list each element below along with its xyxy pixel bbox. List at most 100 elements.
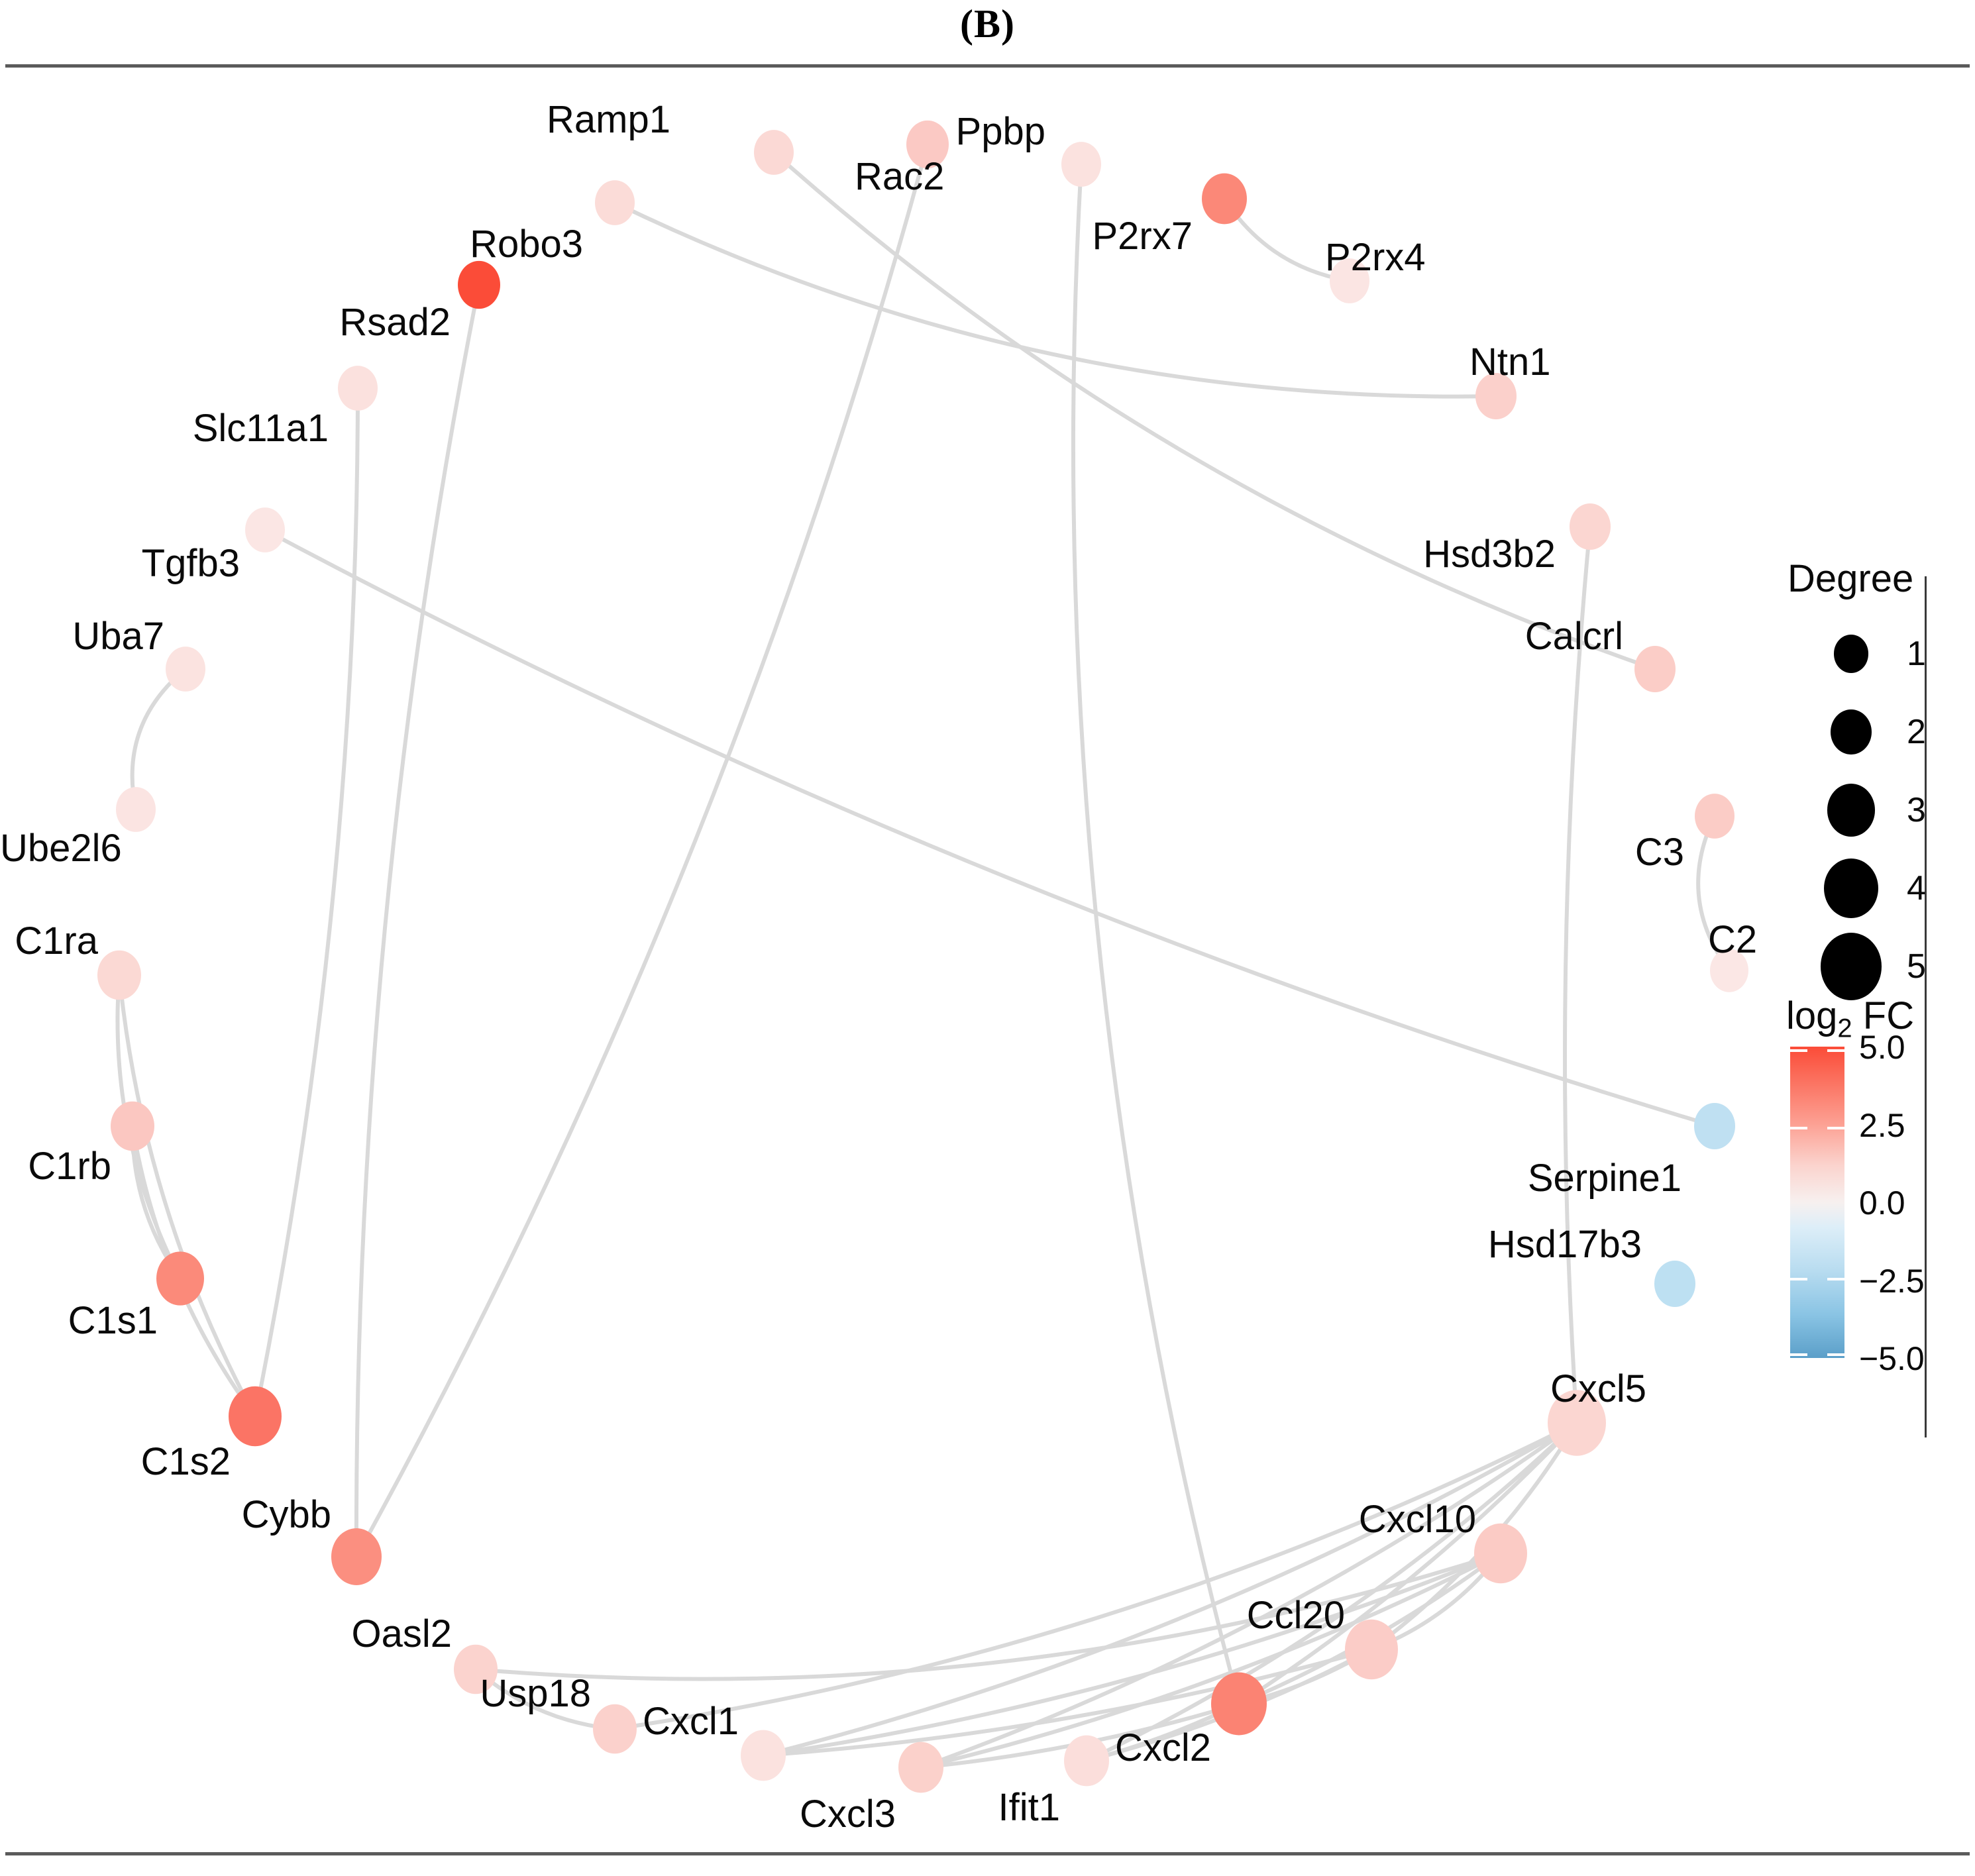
network-edge (354, 144, 930, 1558)
degree-legend-dot (1821, 933, 1882, 1000)
network-edge (117, 974, 257, 1418)
colorbar-title-base: log (1786, 994, 1838, 1037)
network-node[interactable] (116, 787, 156, 832)
network-node[interactable] (338, 366, 378, 411)
network-node[interactable] (111, 1101, 154, 1151)
node-label: Ifit1 (998, 1786, 1061, 1829)
network-node[interactable] (906, 120, 949, 169)
degree-legend-label: 4 (1907, 869, 1926, 908)
colorbar-title-sub: 2 (1837, 1014, 1852, 1043)
network-node[interactable] (1570, 503, 1611, 550)
node-label: Slc11a1 (192, 407, 329, 450)
node-label: Ppbp (955, 110, 1045, 153)
degree-legend-item: 3 (1788, 771, 1953, 849)
degree-legend-dot (1827, 784, 1875, 837)
network-node[interactable] (458, 260, 500, 309)
network-node[interactable] (1474, 1523, 1527, 1584)
network-edge (1071, 164, 1241, 1704)
degree-legend-dot (1831, 709, 1872, 755)
colorbar-tick-label: −2.5 (1859, 1262, 1925, 1300)
network-node[interactable] (1695, 794, 1735, 839)
network-node[interactable] (1654, 1260, 1695, 1308)
node-label: Cxcl5 (1550, 1367, 1647, 1410)
network-node[interactable] (331, 1528, 382, 1585)
network-node[interactable] (898, 1742, 943, 1793)
network-node[interactable] (593, 1704, 637, 1754)
network-node[interactable] (156, 1251, 204, 1306)
network-edge (1238, 1421, 1579, 1706)
node-label: C1ra (15, 919, 98, 963)
network-node[interactable] (1211, 1672, 1267, 1736)
colorbar-tick-label: 2.5 (1859, 1106, 1905, 1144)
network-node[interactable] (454, 1644, 498, 1694)
degree-legend-item: 4 (1788, 849, 1953, 927)
node-label: C3 (1634, 831, 1684, 874)
node-label: Ramp1 (547, 98, 670, 141)
network-node[interactable] (1475, 372, 1517, 420)
node-label: Robo3 (470, 223, 583, 266)
node-label: Ntn1 (1469, 340, 1551, 384)
node-label: Hsd3b2 (1423, 533, 1556, 576)
node-label: Rac2 (855, 155, 945, 198)
node-label: Oasl2 (351, 1612, 452, 1655)
network-edge (920, 1551, 1502, 1769)
network-edge (614, 201, 1497, 399)
network-node[interactable] (754, 130, 794, 175)
network-node[interactable] (1064, 1735, 1109, 1787)
network-edge (773, 150, 1656, 671)
degree-legend-dot (1834, 635, 1868, 673)
network-node[interactable] (1694, 1102, 1735, 1150)
network-node[interactable] (1061, 142, 1101, 187)
degree-legend-title: Degree (1788, 557, 1914, 600)
colorbar-title-main: FC (1862, 994, 1915, 1037)
network-edge (1696, 815, 1731, 972)
nodes-layer (97, 120, 1748, 1793)
network-node[interactable] (245, 507, 285, 552)
node-label: P2rx7 (1092, 215, 1193, 258)
node-label: Serpine1 (1527, 1157, 1681, 1200)
node-label: Uba7 (72, 615, 164, 658)
node-label: C2 (1708, 918, 1758, 961)
network-node[interactable] (1330, 258, 1369, 303)
degree-legend-label: 3 (1907, 791, 1926, 829)
network-node[interactable] (1548, 1390, 1606, 1456)
node-label: P2rx4 (1325, 236, 1426, 279)
network-node[interactable] (97, 950, 141, 1000)
node-label: Cxcl3 (799, 1793, 896, 1836)
node-label: C1rb (28, 1145, 111, 1188)
degree-legend-label: 1 (1907, 635, 1926, 673)
colorbar-legend-title: log2 FC (1786, 994, 1914, 1044)
network-edge (253, 388, 360, 1417)
degree-legend-dot (1824, 858, 1878, 919)
colorbar-tick-label: −5.0 (1859, 1340, 1925, 1377)
network-edge (763, 1421, 1578, 1757)
network-node[interactable] (741, 1730, 786, 1781)
network-node[interactable] (595, 180, 635, 225)
node-label: Cybb (241, 1493, 331, 1536)
node-label: Ccl20 (1246, 1594, 1345, 1637)
node-label: Cxcl2 (1114, 1726, 1211, 1769)
legend-divider (1925, 576, 1927, 1437)
network-edge (1563, 526, 1592, 1424)
network-edge (920, 1421, 1578, 1769)
network-edge (354, 284, 481, 1557)
node-label: Cxcl10 (1358, 1498, 1476, 1541)
node-label: C1s1 (68, 1299, 158, 1342)
network-node[interactable] (1634, 645, 1676, 693)
log2fc-colorbar (1790, 1047, 1844, 1358)
network-node[interactable] (229, 1386, 282, 1447)
node-label: Ube2l6 (0, 827, 122, 870)
colorbar-tick-label: 0.0 (1859, 1184, 1905, 1222)
network-node[interactable] (166, 647, 205, 692)
network-node[interactable] (1345, 1619, 1398, 1680)
panel-title: (B) (960, 2, 1015, 46)
node-label: Rsad2 (339, 301, 451, 344)
network-node[interactable] (1202, 173, 1247, 225)
node-label: Calcrl (1524, 615, 1623, 658)
degree-legend-item: 1 (1788, 615, 1953, 693)
network-node[interactable] (1710, 949, 1748, 992)
node-label: C1s2 (140, 1440, 231, 1483)
colorbar-tick-label: 5.0 (1859, 1029, 1905, 1066)
network-edge (1085, 1421, 1579, 1763)
degree-legend-item: 2 (1788, 693, 1953, 771)
